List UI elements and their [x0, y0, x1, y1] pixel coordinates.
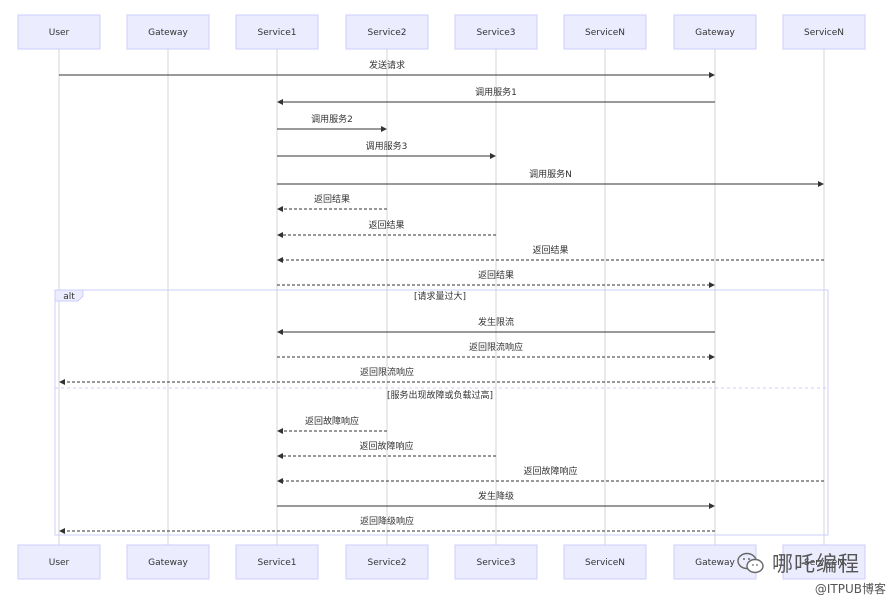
message-arrowhead-2 [381, 126, 387, 132]
watermark-subtitle: @ITPUB博客 [814, 582, 886, 596]
participant-bottom-label-3: Service2 [368, 558, 407, 568]
participant-top-label-3: Service2 [368, 28, 407, 38]
message-label-0: 发送请求 [369, 59, 405, 71]
message-arrowhead-8 [709, 282, 715, 288]
participant-bottom-label-6: Gateway [695, 558, 735, 568]
message-label-14: 返回故障响应 [523, 465, 577, 477]
message-arrowhead-1 [277, 99, 283, 105]
message-arrowhead-4 [818, 181, 824, 187]
participant-top-box-3 [345, 14, 429, 50]
message-arrowhead-12 [277, 428, 283, 434]
message-arrowhead-5 [277, 206, 283, 212]
message-label-13: 返回故障响应 [359, 440, 413, 452]
alt-fragment: alt [请求量过大] [服务出现故障或负载过高] [54, 289, 829, 536]
message-label-10: 返回限流响应 [469, 341, 523, 353]
message-arrowhead-13 [277, 453, 283, 459]
message-label-7: 返回结果 [532, 244, 568, 256]
participant-top-box-6 [673, 14, 757, 50]
message-arrowhead-0 [709, 72, 715, 78]
messages: 发送请求调用服务1调用服务2调用服务3调用服务N返回结果返回结果返回结果返回结果… [59, 59, 824, 534]
participant-top-box-7 [782, 14, 866, 50]
participant-top-box-2 [235, 14, 319, 50]
participant-top-label-7: ServiceN [804, 28, 844, 38]
participant-row-top: User Gateway Service1 Service2 Service3 Servi… [17, 14, 866, 50]
participant-bottom-label-1: Gateway [148, 558, 188, 568]
participant-bottom-label-2: Service1 [258, 558, 297, 568]
message-arrowhead-15 [709, 503, 715, 509]
message-label-1: 调用服务1 [475, 86, 517, 98]
message-label-2: 调用服务2 [311, 113, 353, 125]
message-label-12: 返回故障响应 [305, 415, 359, 427]
wechat-icon [737, 552, 764, 574]
message-arrowhead-7 [277, 257, 283, 263]
message-label-15: 发生降级 [478, 490, 514, 502]
message-arrowhead-3 [490, 153, 496, 159]
message-label-11: 返回限流响应 [360, 366, 414, 378]
message-label-8: 返回结果 [478, 269, 514, 281]
message-label-16: 返回降级响应 [360, 515, 414, 527]
participant-top-label-6: Gateway [695, 28, 735, 38]
message-arrowhead-10 [709, 354, 715, 360]
participant-row-bottom: User Gateway Service1 Service2 Service3 Servi… [17, 544, 866, 580]
message-arrowhead-6 [277, 232, 283, 238]
participant-top-label-0: User [49, 28, 70, 38]
message-arrowhead-11 [59, 379, 65, 385]
participant-bottom-box-5 [563, 544, 647, 580]
participant-top-label-4: Service3 [477, 28, 516, 38]
participant-bottom-label-0: User [49, 558, 70, 568]
participant-bottom-box-0 [17, 544, 101, 580]
watermark-title: 哪吒编程 [772, 552, 860, 576]
message-label-5: 返回结果 [314, 193, 350, 205]
message-label-3: 调用服务3 [366, 140, 408, 152]
message-label-9: 发生限流 [478, 316, 514, 328]
message-arrowhead-14 [277, 478, 283, 484]
participant-bottom-label-4: Service3 [477, 558, 516, 568]
alt-frame-label: alt [63, 292, 75, 302]
participant-top-label-2: Service1 [258, 28, 297, 38]
alt-condition-2: [服务出现故障或负载过高] [387, 389, 493, 401]
participant-bottom-box-4 [454, 544, 538, 580]
lifelines [58, 49, 825, 545]
participant-bottom-label-5: ServiceN [585, 558, 625, 568]
alt-condition-1: [请求量过大] [414, 290, 466, 302]
participant-bottom-label-7: ServiceN [804, 558, 844, 568]
participant-top-box-5 [563, 14, 647, 50]
participant-top-box-0 [17, 14, 101, 50]
message-label-4: 调用服务N [529, 168, 572, 180]
message-arrowhead-9 [277, 329, 283, 335]
participant-top-label-5: ServiceN [585, 28, 625, 38]
participant-bottom-box-7 [782, 544, 866, 580]
participant-bottom-box-2 [235, 544, 319, 580]
watermark: 哪吒编程 [736, 548, 860, 578]
participant-bottom-box-6 [673, 544, 757, 580]
participant-bottom-box-1 [126, 544, 210, 580]
participant-top-label-1: Gateway [148, 28, 188, 38]
participant-top-box-4 [454, 14, 538, 50]
participant-bottom-box-3 [345, 544, 429, 580]
participant-top-box-1 [126, 14, 210, 50]
message-label-6: 返回结果 [368, 219, 404, 231]
alt-frame-tab [54, 289, 84, 302]
alt-frame-border [54, 289, 829, 536]
message-arrowhead-16 [59, 528, 65, 534]
